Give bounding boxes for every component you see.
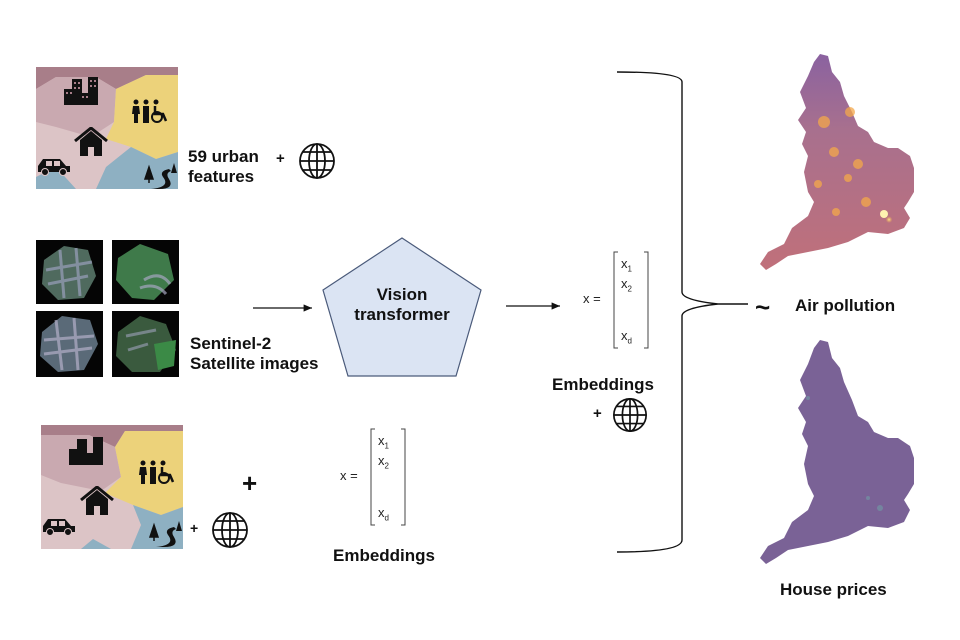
house-icon bbox=[74, 127, 108, 157]
people-accessibility-icon bbox=[138, 460, 178, 484]
embedding-vector-middle: x = x1 x2 xd bbox=[583, 250, 653, 350]
buildings-icon bbox=[67, 435, 105, 465]
embeddings-label-bottom: Embeddings bbox=[333, 546, 436, 565]
trees-road-icon bbox=[146, 517, 182, 547]
vector-entry-2: x2 bbox=[378, 453, 389, 471]
sentinel-label-line1: Sentinel-2 bbox=[190, 334, 272, 353]
vector-lhs: x = bbox=[340, 468, 358, 483]
air-pollution-map bbox=[748, 52, 938, 274]
plus-sign-bottom-big: + bbox=[242, 468, 258, 498]
satellite-tiles bbox=[36, 240, 182, 378]
vector-entry-1: x1 bbox=[621, 256, 632, 274]
sentinel-label: Sentinel-2 Satellite images bbox=[190, 334, 319, 374]
vector-entry-d: xd bbox=[621, 328, 632, 346]
tilde-symbol: ~ bbox=[755, 292, 771, 322]
vision-transformer-label-line1: Vision bbox=[376, 285, 428, 304]
globe-icon bbox=[210, 510, 250, 550]
vector-entry-2: x2 bbox=[621, 276, 632, 294]
house-icon bbox=[80, 486, 114, 516]
trees-road-icon bbox=[141, 159, 177, 189]
sentinel-label-line2: Satellite images bbox=[190, 354, 319, 373]
vector-entry-d: xd bbox=[378, 505, 389, 523]
buildings-icon bbox=[62, 75, 100, 105]
urban-features-label-line1: 59 urban bbox=[188, 147, 259, 166]
urban-features-label: 59 urban features bbox=[188, 147, 259, 187]
england-outline bbox=[760, 340, 914, 564]
urban-features-label-line2: features bbox=[188, 167, 255, 186]
house-prices-map bbox=[748, 338, 938, 570]
globe-icon bbox=[297, 141, 337, 181]
air-pollution-label: Air pollution bbox=[795, 296, 896, 315]
england-outline bbox=[760, 54, 914, 270]
vision-transformer-label: Vision transformer bbox=[352, 285, 452, 325]
car-icon bbox=[41, 516, 77, 536]
plus-sign-top: + bbox=[276, 150, 285, 167]
embeddings-label-middle: Embeddings bbox=[552, 375, 655, 394]
car-icon bbox=[36, 156, 72, 176]
plus-sign-middle: + bbox=[593, 405, 602, 422]
house-prices-label: House prices bbox=[780, 580, 887, 599]
embedding-vector-bottom: x = x1 x2 xd bbox=[340, 427, 410, 527]
vector-entry-1: x1 bbox=[378, 433, 389, 451]
vector-lhs: x = bbox=[583, 291, 601, 306]
vision-transformer-label-line2: transformer bbox=[354, 305, 450, 324]
plus-sign-bottom-small: + bbox=[190, 520, 199, 536]
globe-icon bbox=[611, 396, 649, 434]
people-accessibility-icon bbox=[131, 99, 171, 123]
